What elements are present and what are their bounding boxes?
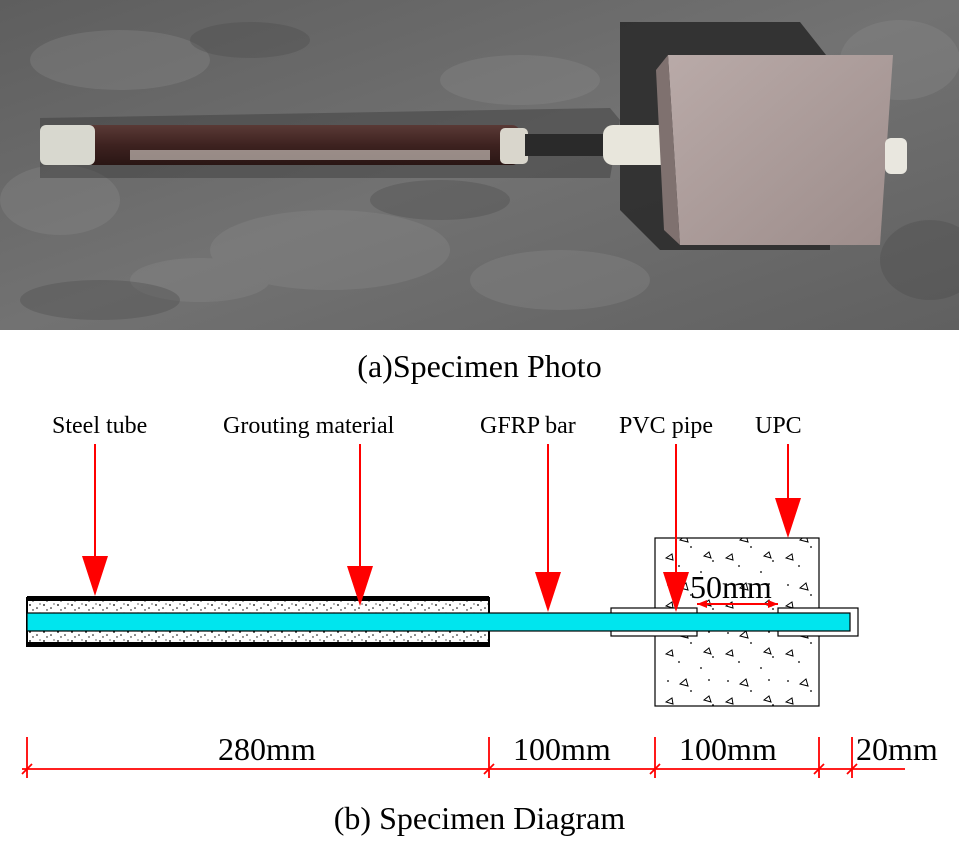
photo-grout-smear [130, 150, 490, 160]
arrow-upc [775, 444, 801, 538]
photo-upc-block [668, 55, 893, 245]
arrow-grouting-material [347, 444, 373, 606]
floor-dark-texture [20, 22, 959, 320]
photo-gfrp-bar [525, 134, 615, 156]
dim-block-length: 100mm [679, 731, 777, 767]
dim-slash-3 [813, 763, 825, 775]
dim-slash-1 [483, 763, 495, 775]
label-grouting-material: Grouting material [223, 413, 395, 439]
photo-caption: (a)Specimen Photo [357, 348, 602, 384]
diagram-caption: (b) Specimen Diagram [333, 800, 626, 836]
dim-slash-0 [21, 763, 33, 775]
dim-50mm-arrow-right [768, 600, 778, 608]
photo-bar-end [885, 138, 907, 174]
steel-tube-bottom-wall [27, 642, 489, 647]
specimen-photo [0, 0, 959, 330]
label-pvc-pipe: PVC pipe [619, 413, 713, 439]
photo-tube-end-wrap [40, 125, 95, 165]
dim-50mm-label: 50mm [690, 569, 772, 605]
dim-slash-2 [649, 763, 661, 775]
arrow-pvc-pipe [663, 444, 689, 612]
dim-exposed-bar-length: 100mm [513, 731, 611, 767]
arrow-steel-tube [82, 444, 108, 596]
dim-slash-4 [846, 763, 858, 775]
label-gfrp-bar: GFRP bar [480, 413, 576, 439]
photo-tube-end-pvc [500, 128, 528, 164]
label-steel-tube: Steel tube [52, 413, 147, 439]
gfrp-bar [26, 612, 851, 632]
specimen-diagram: 50mm Steel tube Grouting material GFRP b… [21, 413, 938, 778]
dim-steel-tube-length: 280mm [218, 731, 316, 767]
dim-end-length: 20mm [856, 731, 938, 767]
photo-pvc-pipe [603, 125, 673, 165]
steel-tube-top-wall [27, 596, 489, 601]
photo-upc-block-side [656, 55, 680, 245]
dim-50mm-arrow-left [697, 600, 707, 608]
arrow-gfrp-bar [535, 444, 561, 612]
label-upc: UPC [755, 413, 802, 439]
